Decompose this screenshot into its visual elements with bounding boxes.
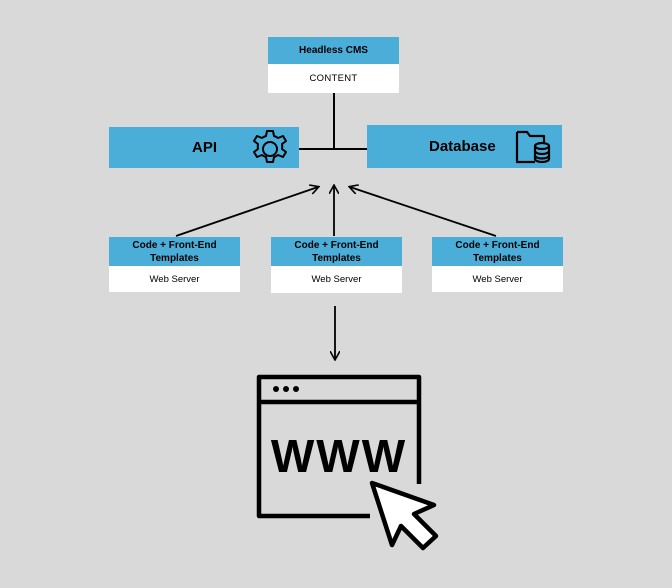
- server-2-subtitle: Web Server: [271, 266, 402, 293]
- server1-arrow: [175, 187, 318, 237]
- browser-window-icon: WWW: [256, 374, 439, 551]
- cms-content: CONTENT: [268, 64, 399, 93]
- www-text: WWW: [271, 430, 407, 482]
- server-1-subtitle: Web Server: [109, 266, 240, 292]
- gear-icon: [253, 130, 287, 163]
- server-2-title: Code + Front-End Templates: [271, 237, 402, 266]
- server3-arrow: [350, 187, 497, 237]
- database-box: Database: [367, 125, 562, 168]
- cursor-arrow-icon: [369, 480, 439, 551]
- server-3-subtitle: Web Server: [432, 266, 563, 292]
- server-3-title: Code + Front-End Templates: [432, 237, 563, 266]
- server-1-title: Code + Front-End Templates: [109, 237, 240, 266]
- api-label: API: [192, 139, 218, 156]
- cms-title: Headless CMS: [268, 37, 399, 64]
- database-folder-icon: [515, 130, 551, 164]
- database-label: Database: [429, 138, 496, 155]
